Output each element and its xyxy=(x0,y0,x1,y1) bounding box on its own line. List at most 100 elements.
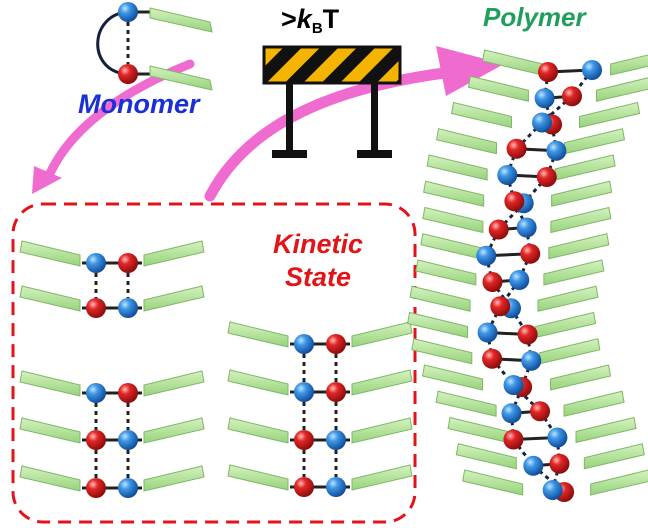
red-bead xyxy=(504,191,525,212)
aromatic-plate xyxy=(143,285,205,312)
blue-bead xyxy=(86,383,106,403)
hbond xyxy=(522,176,548,205)
blue-bead xyxy=(497,165,518,185)
kinetic-state-box xyxy=(11,202,417,524)
barrier-sub: B xyxy=(311,20,323,37)
aromatic-plate xyxy=(415,259,477,286)
aromatic-plate xyxy=(422,206,484,234)
red-bead xyxy=(506,138,527,159)
aromatic-plate xyxy=(19,370,81,397)
kinetic-label-line1: Kinetic xyxy=(272,229,364,259)
aromatic-plate xyxy=(450,101,513,129)
aromatic-plate xyxy=(583,443,645,470)
road-barrier-icon xyxy=(262,45,402,158)
aromatic-plate xyxy=(550,206,612,234)
arrow-monomer-to-kinetic xyxy=(32,59,195,194)
aromatic-plate xyxy=(550,364,612,391)
aromatic-plate xyxy=(19,465,81,492)
red-bead xyxy=(520,243,541,264)
red-bead xyxy=(118,383,138,403)
aromatic-plate xyxy=(610,54,648,76)
aromatic-plate xyxy=(554,154,616,181)
hbond xyxy=(490,357,515,386)
arrow-kinetic-to-polymer xyxy=(204,46,504,202)
red-bead xyxy=(490,296,511,317)
kinetic-label-line2: State xyxy=(284,262,352,292)
aromatic-plate xyxy=(426,154,488,181)
aromatic-plate xyxy=(543,259,605,286)
aromatic-plate xyxy=(551,180,613,207)
red-bead xyxy=(86,298,106,318)
aromatic-plate xyxy=(143,370,205,397)
aromatic-plate xyxy=(575,416,637,444)
red-bead xyxy=(488,219,509,240)
red-bead xyxy=(118,253,138,273)
monomer-label: Monomer xyxy=(78,89,200,119)
aromatic-plate xyxy=(482,49,544,76)
aromatic-plate xyxy=(564,128,626,155)
aromatic-plate xyxy=(590,469,648,496)
monomer-structure xyxy=(96,2,213,91)
aromatic-plate xyxy=(351,464,413,491)
aromatic-plate xyxy=(467,75,529,102)
aromatic-plate xyxy=(143,465,205,492)
red-bead xyxy=(561,86,582,107)
hbond xyxy=(497,202,525,231)
aromatic-plate xyxy=(19,285,81,312)
blue-bead xyxy=(516,217,537,238)
blue-bead xyxy=(521,350,542,371)
blue-bead xyxy=(503,375,524,395)
red-bead xyxy=(503,429,524,450)
red-bead xyxy=(549,453,570,474)
red-bead xyxy=(530,401,551,422)
aromatic-plate xyxy=(411,338,473,365)
barrier-k: k xyxy=(296,4,312,34)
red-bead xyxy=(482,272,503,292)
aromatic-plate xyxy=(548,233,610,260)
blue-bead xyxy=(118,430,138,450)
blue-bead xyxy=(532,112,553,133)
blue-bead xyxy=(547,427,568,448)
blue-bead xyxy=(582,60,602,80)
aromatic-plate xyxy=(227,417,289,444)
red-bead xyxy=(538,62,558,82)
red-bead xyxy=(326,382,346,402)
aromatic-plate xyxy=(407,311,469,339)
hbond xyxy=(512,383,542,413)
aromatic-plate xyxy=(421,364,484,391)
aromatic-plate xyxy=(595,77,648,102)
aromatic-plate xyxy=(435,128,498,155)
blue-bead xyxy=(86,253,106,273)
aromatic-plate xyxy=(423,180,485,207)
barrier-prefix: > xyxy=(281,4,297,34)
blue-bead xyxy=(477,322,498,343)
aromatic-plate xyxy=(420,233,482,260)
red-bead xyxy=(517,324,538,345)
hbond xyxy=(515,121,544,150)
barrier-energy-label: >kBT xyxy=(281,4,339,37)
polymer-label: Polymer xyxy=(483,2,586,32)
red-bead xyxy=(326,334,346,354)
kinetic-state-label: Kinetic State xyxy=(258,228,378,294)
blue-bead xyxy=(118,478,138,498)
red-bead xyxy=(294,430,314,450)
blue-bead xyxy=(326,430,346,450)
aromatic-plate xyxy=(579,101,641,129)
blue-bead xyxy=(546,140,567,161)
red-bead xyxy=(536,167,557,187)
blue-bead xyxy=(294,382,314,402)
blue-bead xyxy=(534,88,555,109)
aromatic-plate xyxy=(351,321,413,348)
blue-bead xyxy=(326,477,346,497)
blue-bead xyxy=(542,480,563,500)
aromatic-plate xyxy=(435,390,497,417)
barrier-suffix: T xyxy=(322,4,340,34)
aromatic-plate xyxy=(19,417,81,444)
kinetic-stacks xyxy=(19,240,413,498)
blue-bead xyxy=(118,298,138,318)
aromatic-plate xyxy=(563,390,625,417)
red-bead xyxy=(86,430,106,450)
aromatic-plate xyxy=(539,338,601,365)
aromatic-plate xyxy=(227,369,289,396)
